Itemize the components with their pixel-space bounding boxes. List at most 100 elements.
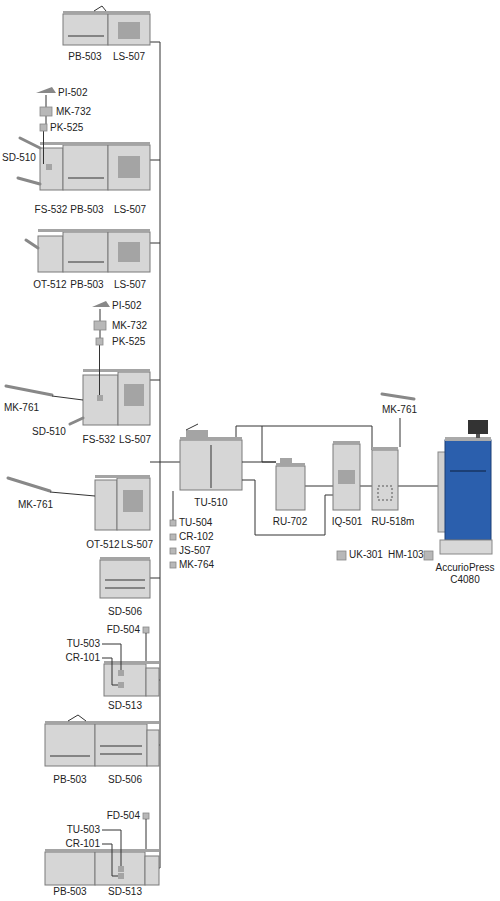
part-label: PK-525	[112, 336, 145, 348]
part-label: SD-510	[2, 152, 36, 164]
machine-row-9	[45, 813, 159, 885]
machine-row-5-part	[8, 478, 50, 491]
main-line-part	[333, 444, 360, 510]
machine-row-4-part	[94, 321, 106, 330]
main-line-part	[180, 437, 242, 440]
machine-row-2-part	[40, 142, 150, 145]
part-label: RU-702	[273, 516, 307, 528]
machine-row-5-part	[123, 490, 143, 512]
press-illustration-part	[476, 434, 480, 438]
part-label: FS-532	[35, 204, 68, 216]
part-label: MK-761	[18, 499, 53, 511]
machine-row-2-part	[40, 107, 52, 116]
machine-row-1-part	[63, 11, 150, 14]
machine-row-2-part	[20, 138, 40, 148]
main-line-part	[400, 418, 401, 447]
machine-row-7-part	[102, 633, 146, 685]
machine-row-4-part	[6, 386, 52, 395]
part-label: HM-103	[388, 549, 424, 561]
part-label: UK-301	[349, 549, 383, 561]
part-label: PI-502	[58, 87, 87, 99]
part-label: OT-512	[33, 279, 66, 291]
machine-row-3-part	[26, 240, 38, 248]
main-line-part	[170, 562, 176, 568]
main-line-part	[424, 551, 433, 560]
machine-row-8-part	[147, 730, 159, 766]
part-label: PB-503	[53, 886, 86, 898]
machine-row-6-part	[100, 560, 150, 598]
machine-row-1	[63, 6, 150, 45]
machine-row-2-part	[46, 164, 52, 170]
machine-row-9-part	[95, 852, 145, 885]
part-label: SD-506	[108, 606, 142, 618]
press-illustration-part	[440, 540, 492, 554]
machine-row-9-part	[145, 856, 159, 885]
machine-row-3	[26, 229, 150, 272]
part-label: PB-503	[70, 279, 103, 291]
main-line-part	[378, 486, 392, 500]
part-label: LS-507	[114, 204, 146, 216]
part-label: JS-507	[179, 545, 211, 557]
machine-row-6	[100, 557, 150, 598]
machine-row-4-part	[52, 396, 83, 400]
part-label: CR-101	[66, 652, 100, 664]
machine-row-4-part	[83, 369, 150, 372]
machine-row-8-part	[95, 724, 147, 766]
main-line-part	[338, 470, 355, 484]
machine-row-4-part	[118, 372, 150, 425]
main-line-part	[372, 447, 398, 450]
machine-row-2-part	[68, 178, 104, 179]
main-line-part	[186, 424, 211, 488]
machine-row-5	[8, 475, 150, 530]
press-illustration-part	[468, 420, 488, 434]
machine-row-4-part	[92, 301, 110, 307]
part-label: PB-503	[70, 204, 103, 216]
part-label: MK-732	[56, 106, 91, 118]
machine-row-5-part	[95, 480, 117, 530]
part-label: CR-102	[179, 531, 213, 543]
machine-row-1-part	[118, 22, 140, 39]
machine-row-5-part	[117, 478, 150, 530]
main-line	[170, 394, 438, 568]
machine-row-6-part	[100, 557, 150, 560]
machine-row-4-part	[124, 384, 144, 406]
machine-row-8-part	[45, 721, 159, 724]
machine-row-9-part	[118, 873, 124, 879]
machine-row-7-part	[118, 670, 124, 676]
part-label: PK-525	[50, 122, 83, 134]
machine-row-9-part	[45, 852, 95, 885]
machine-row-5-part	[95, 475, 150, 478]
part-label: FS-532	[83, 434, 116, 446]
part-label: OT-512	[86, 539, 119, 551]
machine-row-4-part	[70, 418, 83, 424]
part-label: TU-503	[67, 824, 100, 836]
machine-row-2-part	[40, 124, 47, 131]
machine-row-8-part	[68, 715, 86, 721]
part-label: MK-732	[112, 320, 147, 332]
machine-row-8	[45, 715, 159, 766]
part-label: MK-761	[4, 402, 39, 414]
part-label: MK-764	[179, 559, 214, 571]
machine-row-6-part	[105, 580, 145, 588]
machine-row-1-part	[63, 14, 108, 45]
part-label: SD-513	[108, 700, 142, 712]
machine-row-3-part	[118, 242, 140, 262]
main-line-part	[170, 534, 176, 540]
part-label: LS-507	[121, 539, 153, 551]
machine-row-2-part	[18, 178, 40, 184]
main-line-part	[280, 458, 292, 463]
machine-row-4-part	[96, 338, 103, 345]
machine-row-4-part	[83, 375, 118, 425]
machine-row-9-part	[102, 819, 146, 876]
press-illustration-part	[445, 440, 491, 540]
main-line-part	[333, 441, 360, 444]
machine-row-4-part	[97, 395, 103, 401]
machine-row-2-part	[63, 145, 108, 190]
machine-row-8-part	[45, 724, 95, 766]
machine-row-2	[18, 87, 150, 190]
part-label: CR-101	[66, 838, 100, 850]
main-line-part	[276, 463, 305, 466]
main-line-part	[186, 430, 208, 437]
